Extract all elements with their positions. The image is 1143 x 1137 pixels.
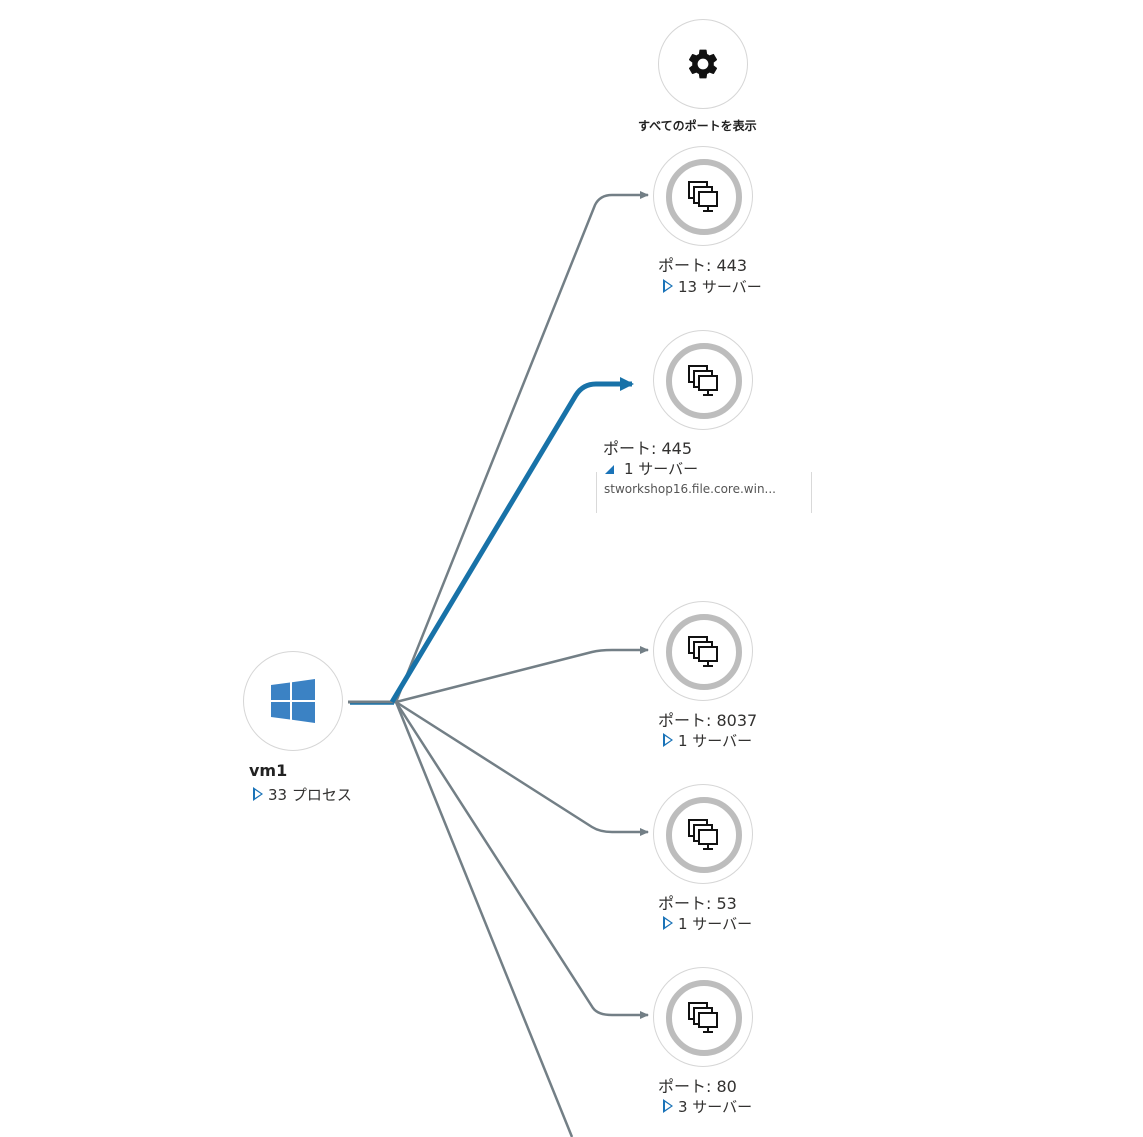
port-80-label: ポート: 80 xyxy=(658,1077,737,1096)
port-53-label: ポート: 53 xyxy=(658,894,737,913)
connection-offscreen[interactable] xyxy=(394,701,574,1137)
port-80-servers-count: 3 サーバー xyxy=(678,1098,753,1116)
connection-port-8037[interactable] xyxy=(395,646,649,704)
port-53-node[interactable] xyxy=(653,784,753,884)
port-443-servers-count: 13 サーバー xyxy=(678,278,762,296)
port-8037-label: ポート: 8037 xyxy=(658,711,758,730)
port-8037-servers-toggle[interactable]: 1 サーバー xyxy=(663,730,752,751)
server-group-icon xyxy=(688,1002,718,1033)
vm1-process-count: 33 プロセス xyxy=(268,786,352,804)
port-445-label: ポート: 445 xyxy=(603,439,693,458)
server-group-icon xyxy=(688,636,718,667)
server-list-item[interactable]: stworkshop16.file.core.win... xyxy=(604,482,776,496)
port-80-servers-toggle[interactable]: 3 サーバー xyxy=(663,1096,752,1117)
vm1-name[interactable]: vm1 xyxy=(249,761,288,780)
vm1-node[interactable] xyxy=(243,651,343,751)
connection-port-443[interactable] xyxy=(394,191,649,703)
expand-arrow-icon xyxy=(253,787,263,801)
gear-icon xyxy=(688,49,718,79)
connection-port-53[interactable] xyxy=(395,700,649,836)
port-8037-servers-count: 1 サーバー xyxy=(678,732,753,750)
expand-arrow-icon xyxy=(663,279,673,293)
collapse-arrow-icon xyxy=(605,465,614,474)
show-all-ports-button[interactable] xyxy=(658,19,748,109)
server-group-icon xyxy=(688,819,718,850)
port-53-servers-toggle[interactable]: 1 サーバー xyxy=(663,913,752,934)
connection-port-445-selected[interactable] xyxy=(389,377,634,704)
port-443-servers-toggle[interactable]: 13 サーバー xyxy=(663,276,762,297)
expand-arrow-icon xyxy=(663,916,673,930)
port-443-node[interactable] xyxy=(653,146,753,246)
port-445-servers-count: 1 サーバー xyxy=(624,460,699,478)
port-445-server-list: stworkshop16.file.core.win... xyxy=(596,472,812,513)
connection-port-80[interactable] xyxy=(394,701,649,1019)
port-8037-node[interactable] xyxy=(653,601,753,701)
port-53-servers-count: 1 サーバー xyxy=(678,915,753,933)
windows-logo-icon xyxy=(271,679,315,723)
expand-arrow-icon xyxy=(663,733,673,747)
port-445-node[interactable] xyxy=(653,330,753,430)
vm1-process-toggle[interactable]: 33 プロセス xyxy=(253,784,352,805)
port-443-label: ポート: 443 xyxy=(658,256,748,275)
show-all-ports-label[interactable]: すべてのポートを表示 xyxy=(638,119,757,133)
server-group-icon xyxy=(688,181,718,212)
port-445-servers-toggle[interactable]: 1 サーバー xyxy=(605,458,698,479)
expand-arrow-icon xyxy=(663,1099,673,1113)
port-80-node[interactable] xyxy=(653,967,753,1067)
server-group-icon xyxy=(688,365,718,396)
